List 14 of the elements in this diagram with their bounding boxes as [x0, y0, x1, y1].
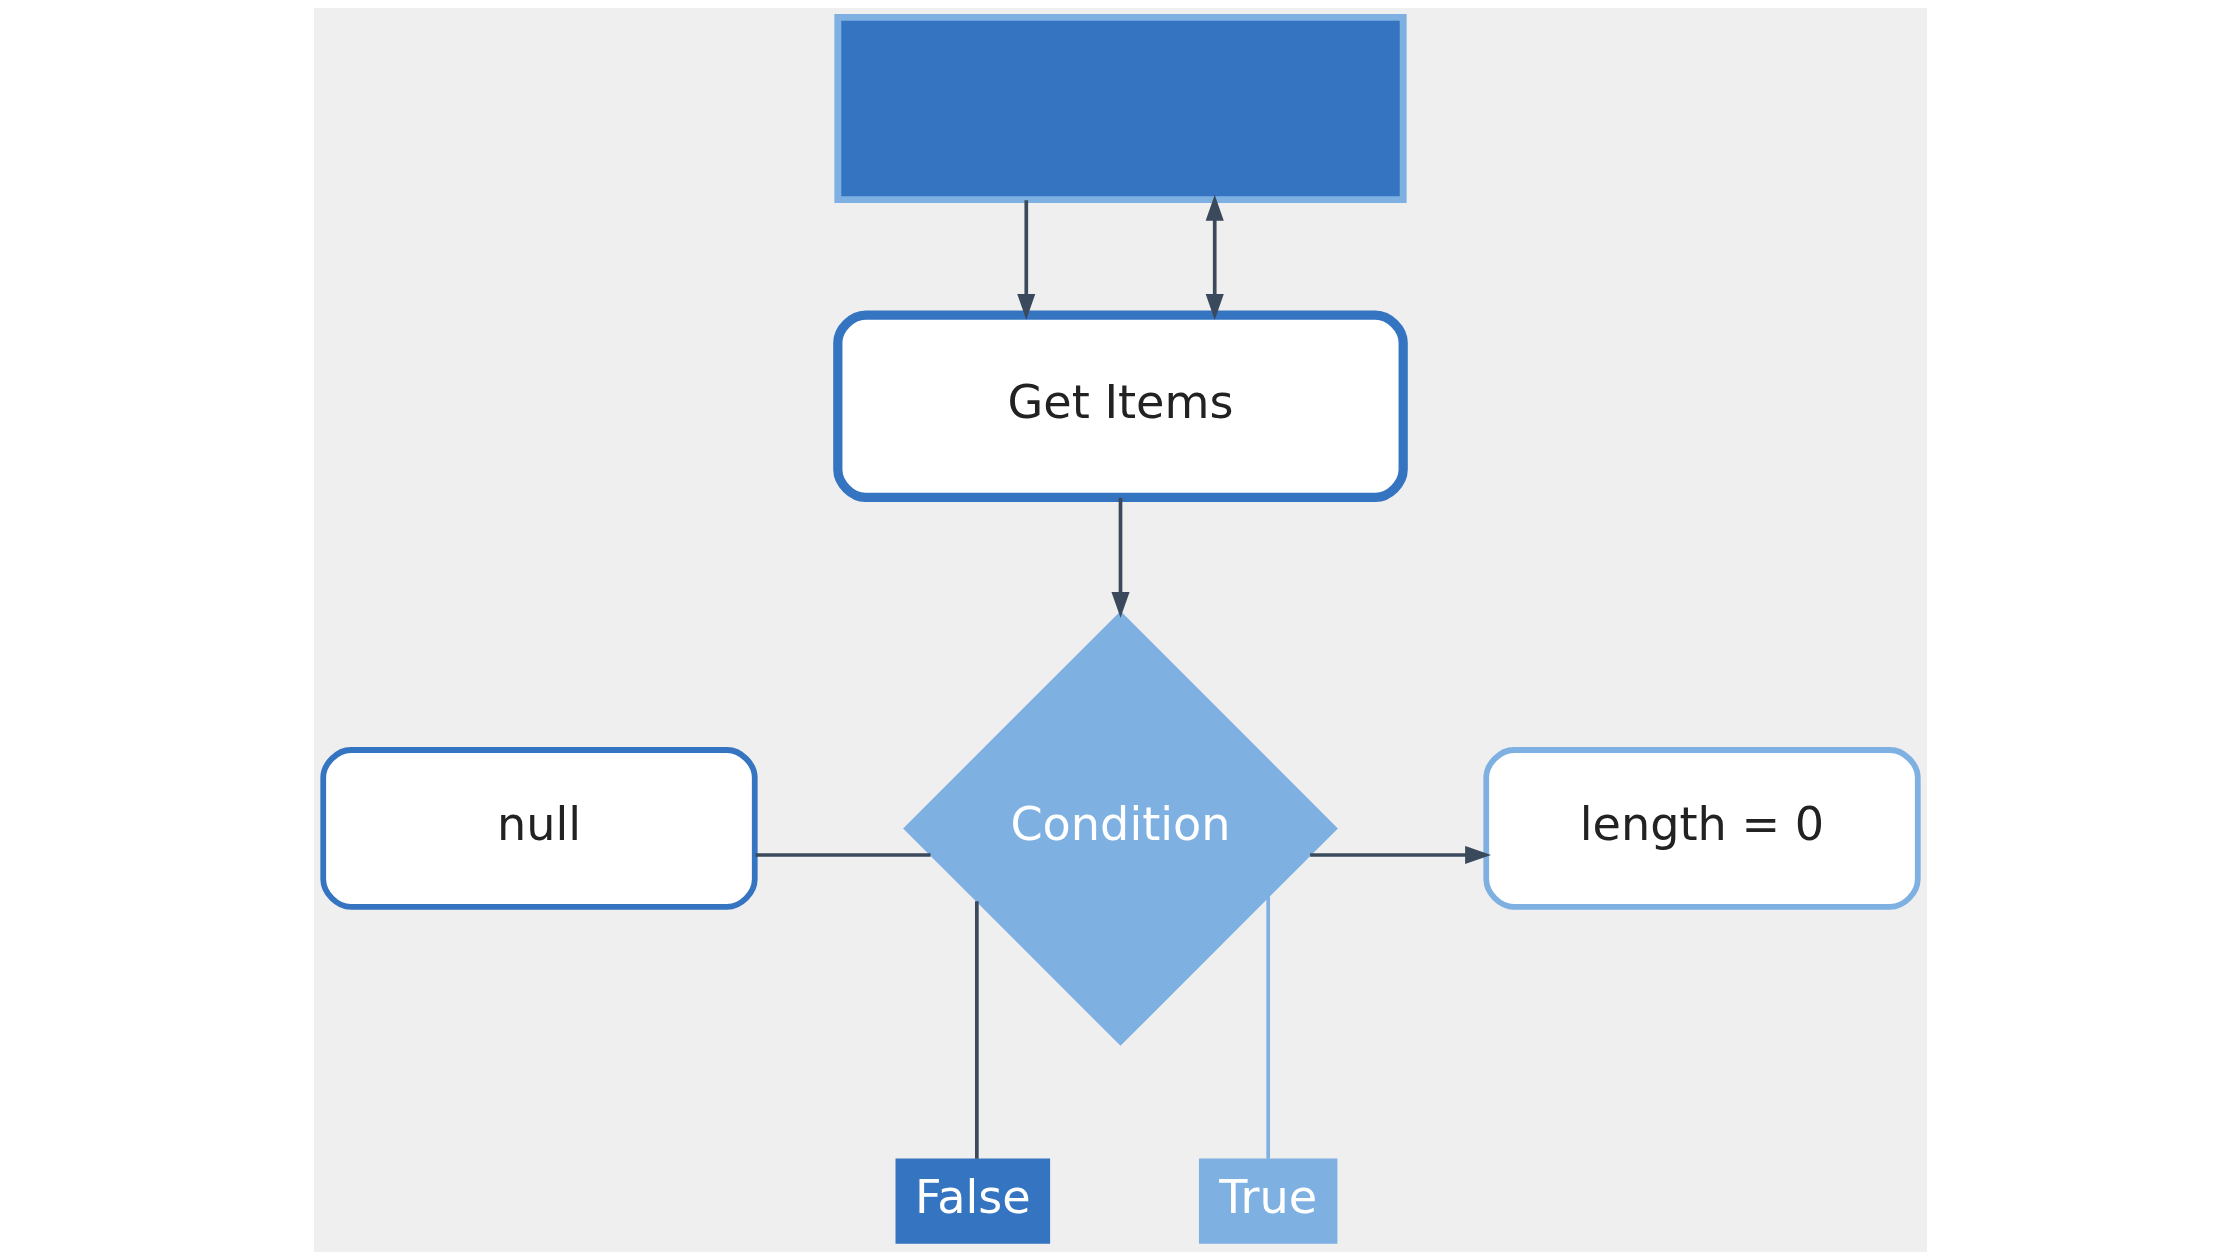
node-box: True [1198, 1158, 1337, 1244]
node-box: False [895, 1158, 1050, 1244]
node-box: Get Items [832, 310, 1408, 502]
arrow [1205, 194, 1224, 320]
connector [1265, 896, 1270, 1159]
node-box: length = 0 [1482, 747, 1921, 910]
node-diamond: Condition [902, 611, 1338, 1046]
arrow [1016, 200, 1035, 320]
node-box [833, 13, 1407, 204]
connector [974, 901, 979, 1159]
connector [755, 853, 931, 857]
arrow [1110, 497, 1130, 618]
node-box: null [319, 747, 758, 910]
arrow [1309, 845, 1491, 865]
